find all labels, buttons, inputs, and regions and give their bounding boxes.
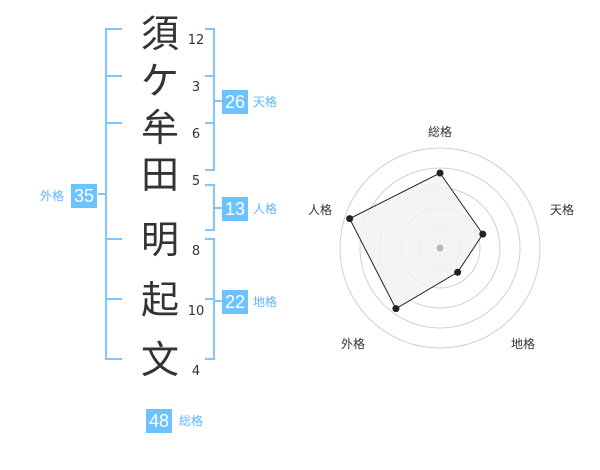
radar-point-3 — [454, 268, 462, 276]
soukaku-value: 48 — [146, 409, 173, 433]
stroke-count-6: 10 — [187, 304, 205, 319]
chikaku-label: 地格 — [253, 295, 278, 309]
radar-label-tenkaku: 天格 — [550, 203, 575, 217]
radar-polygon — [348, 172, 484, 310]
stroke-count-5: 8 — [191, 244, 201, 259]
radar-label-jinkaku: 人格 — [308, 203, 333, 217]
jinkaku-value: 13 — [222, 197, 249, 221]
radar-point-4 — [392, 305, 400, 313]
name-char-3: 牟 — [140, 106, 179, 150]
stroke-count-3: 6 — [191, 127, 201, 142]
name-char-7: 文 — [140, 338, 179, 382]
radar-point-2 — [479, 230, 487, 238]
soukaku-label: 総格 — [179, 414, 204, 428]
chikaku-value: 22 — [222, 290, 249, 314]
gaikaku-value: 35 — [71, 184, 98, 208]
stroke-count-2: 3 — [191, 80, 201, 95]
radar-center-dot — [436, 244, 444, 252]
radar-label-soukaku: 総格 — [428, 125, 453, 139]
stroke-count-1: 12 — [187, 33, 205, 48]
radar-grid-ring — [339, 147, 541, 349]
radar-label-chikaku: 地格 — [511, 337, 536, 351]
name-char-2: ケ — [140, 59, 179, 103]
stroke-count-4: 5 — [191, 174, 201, 189]
jinkaku-label: 人格 — [253, 202, 278, 216]
tenkaku-label: 天格 — [253, 95, 278, 109]
radar-grid-ring — [359, 167, 521, 329]
name-char-5: 明 — [140, 218, 179, 262]
name-char-1: 須 — [140, 12, 179, 56]
name-char-6: 起 — [140, 278, 179, 322]
radar-label-gaikaku: 外格 — [341, 337, 366, 351]
tenkaku-value: 26 — [222, 90, 249, 114]
radar-point-5 — [346, 215, 354, 223]
stroke-count-7: 4 — [191, 364, 201, 379]
tenkaku-bracket — [205, 28, 215, 171]
name-char-4: 田 — [140, 153, 179, 197]
gaikaku-label: 外格 — [40, 189, 65, 203]
bracket-lines — [98, 28, 222, 360]
radar-point-1 — [436, 169, 444, 177]
